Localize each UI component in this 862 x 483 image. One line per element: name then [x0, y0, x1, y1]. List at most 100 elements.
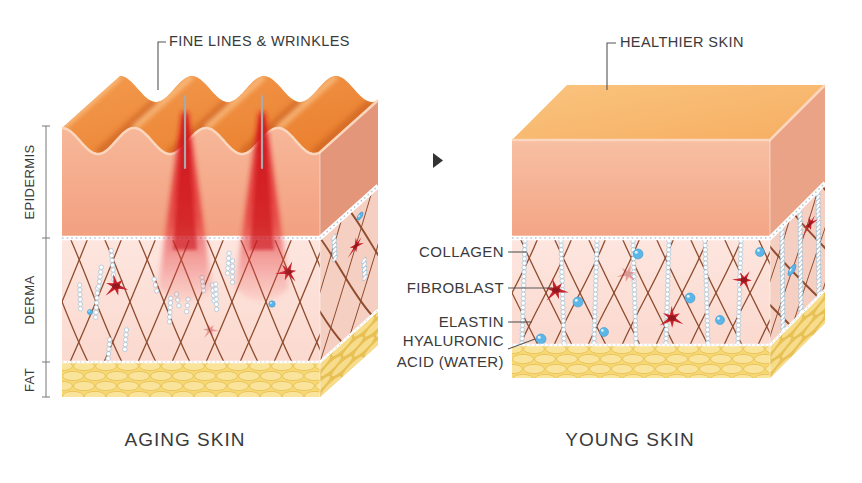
collagen-bead	[737, 301, 741, 305]
fat-cell	[755, 374, 771, 378]
collagen-bead	[560, 270, 564, 274]
fat-cell	[623, 374, 644, 378]
collagen-bead	[633, 301, 637, 305]
fat-cell	[512, 345, 523, 354]
collagen-bead	[184, 309, 188, 313]
dermis-side	[770, 183, 825, 345]
collagen-bead	[226, 266, 230, 270]
fat-cell	[261, 391, 282, 397]
elastin-fiber	[104, 238, 156, 362]
dermis-fat-boundary	[512, 290, 825, 345]
fat-cell	[546, 345, 567, 354]
collagen-bead	[561, 305, 565, 309]
aging-skin-block	[2, 76, 432, 454]
fat-cell	[107, 371, 128, 380]
collagen-bead	[666, 261, 670, 265]
collagen-bead	[560, 265, 564, 269]
collagen-bead	[737, 292, 741, 296]
collagen-bead	[123, 342, 127, 346]
collagen-bead	[97, 284, 101, 288]
collagen-bead	[108, 337, 112, 341]
collagen-bead	[665, 310, 669, 314]
leader-line	[508, 339, 535, 349]
broken-collagen	[214, 282, 219, 312]
collagen-bead	[521, 296, 525, 300]
transition-arrow	[433, 153, 443, 168]
collagen-bead	[521, 310, 525, 314]
collagen-bead	[665, 305, 669, 309]
collagen-bead	[594, 261, 598, 265]
fat-cell	[667, 354, 688, 363]
elastin-fiber	[70, 238, 122, 362]
collagen-bead	[522, 257, 526, 261]
collagen-bead	[593, 296, 597, 300]
collagen-bead	[738, 252, 742, 256]
water-drop	[357, 210, 363, 221]
fat-cell	[535, 374, 556, 378]
fat-cell	[365, 333, 379, 361]
hyaluronic-drop	[600, 328, 609, 337]
collagen-bead	[561, 319, 565, 323]
collagen-bead	[632, 288, 636, 292]
collagen-bead	[667, 243, 671, 247]
elastin-fiber	[822, 183, 825, 293]
collagen-bead	[562, 332, 566, 336]
collagen-bead	[97, 279, 101, 283]
collagen-bead	[593, 288, 597, 292]
fat-cell	[261, 371, 282, 380]
broken-collagen	[97, 265, 104, 288]
elastin-fiber	[320, 218, 342, 362]
elastin-fiber	[690, 238, 742, 345]
elastin-fiber	[622, 238, 674, 345]
epidermis-front	[512, 140, 770, 238]
collagen-bead	[106, 356, 110, 360]
fat-cell	[568, 364, 589, 373]
fibroblast-cell	[106, 274, 129, 296]
broken-collagen	[123, 328, 129, 352]
fat-cell	[316, 362, 321, 371]
hyaluronic-drop	[536, 334, 546, 344]
elastin-fiber	[512, 238, 538, 345]
hyaluronic-drop	[788, 262, 796, 278]
collagen-bead	[230, 280, 234, 284]
elastin-fiber	[588, 238, 640, 345]
collagen-bead	[111, 268, 115, 272]
collagen-bead	[230, 264, 234, 268]
collagen-bead	[634, 332, 638, 336]
collagen-bead	[738, 257, 742, 261]
collagen-bead	[703, 261, 707, 265]
fat-cell	[579, 354, 600, 363]
collagen-bead	[559, 243, 563, 247]
drop-highlight	[270, 302, 272, 304]
collagen-fiber	[703, 239, 710, 345]
collagen-bead	[521, 283, 525, 287]
surface-rim	[62, 100, 378, 154]
collagen-bead	[666, 270, 670, 274]
fat-cell	[283, 391, 304, 397]
collagen-bead	[214, 292, 218, 296]
collagen-bead	[704, 296, 708, 300]
collagen-bead	[559, 257, 563, 261]
collagen-bead	[521, 301, 525, 305]
collagen-bead	[168, 310, 172, 314]
fat-content	[62, 362, 320, 397]
fat-cell	[63, 391, 84, 397]
component-label: HYALURONIC ACID (WATER)	[378, 330, 504, 372]
fat-cell	[272, 381, 293, 390]
fat-cell	[74, 381, 95, 390]
collagen-bead	[522, 261, 526, 265]
dermis-content	[512, 238, 770, 345]
collagen-bead	[666, 279, 670, 283]
collagen-bead	[522, 270, 526, 274]
collagen-bead	[214, 307, 218, 311]
collagen-bead	[633, 310, 637, 314]
fat-cell	[173, 391, 194, 397]
drop-highlight	[635, 251, 638, 254]
fat-cell	[173, 371, 194, 380]
fat-cell	[733, 354, 754, 363]
collagen-bead	[595, 243, 599, 247]
collagen-bead	[705, 305, 709, 309]
collagen-bead	[633, 327, 637, 331]
elastin-fiber	[520, 238, 572, 345]
